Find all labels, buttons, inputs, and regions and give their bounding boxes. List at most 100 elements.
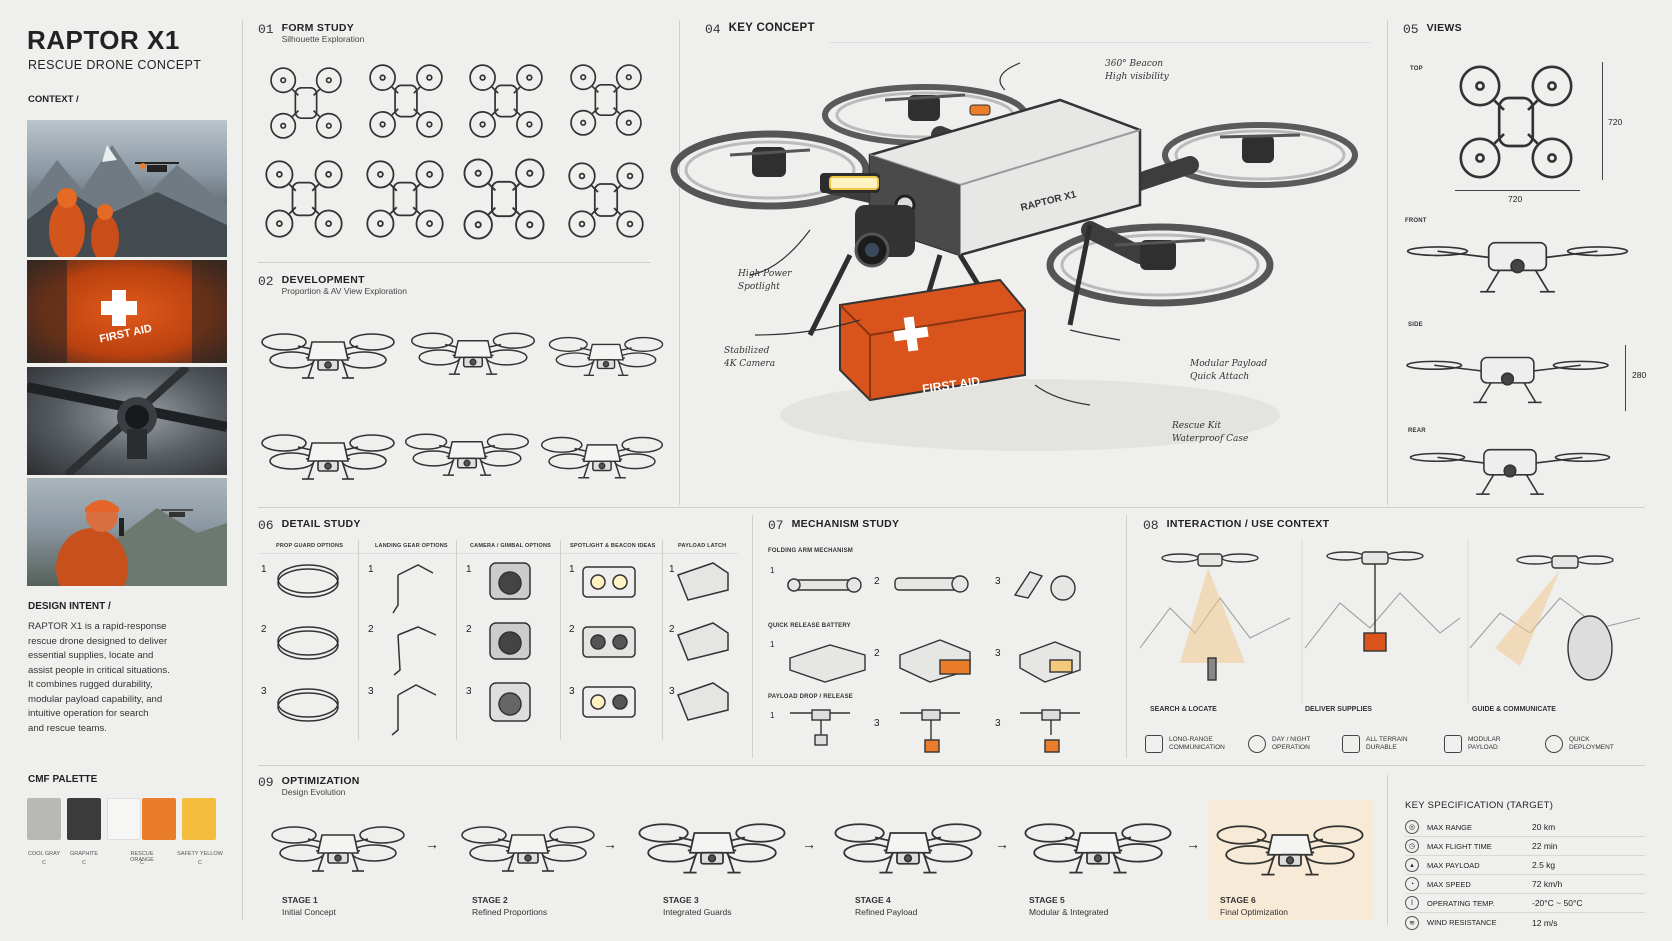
dimension-line — [1602, 62, 1603, 180]
spec-value: 22 min — [1532, 841, 1558, 851]
photo-first-aid-bag: FIRST AID — [27, 260, 227, 363]
section-form-study-header: 01 FORM STUDY Silhouette Exploration — [258, 22, 364, 44]
development-sketch — [258, 312, 398, 392]
mechanism-folding-label: FOLDING ARM MECHANISM — [768, 548, 853, 554]
detail-row-number: 3 — [569, 686, 575, 697]
design-intent-line: intuitive operation for search — [28, 708, 149, 719]
page-title: RAPTOR X1 — [27, 25, 180, 55]
stage-name: STAGE 4 — [855, 895, 891, 905]
section-development-header: 02 DEVELOPMENT Proportion & AV View Expl… — [258, 274, 407, 296]
spec-label: OPERATING TEMP. — [1427, 898, 1495, 908]
section-title: MECHANISM STUDY — [791, 518, 900, 530]
interaction-label: GUIDE & COMMUNICATE — [1472, 706, 1556, 713]
section-optimization-header: 09 OPTIMIZATION Design Evolution — [258, 775, 360, 797]
feature-line: OPERATION — [1272, 744, 1310, 751]
section-title: VIEWS — [1426, 22, 1462, 34]
stage-desc: Refined Payload — [855, 907, 918, 917]
swatch-cool-gray — [27, 798, 61, 840]
stage-sketch — [1210, 802, 1370, 890]
spec-value: 20 km — [1532, 822, 1556, 832]
antenna-icon — [1145, 735, 1163, 753]
design-intent-line: RAPTOR X1 is a rapid-response — [28, 621, 167, 632]
feature-line: MODULAR — [1468, 736, 1501, 743]
wind-icon: ≋ — [1405, 915, 1419, 930]
section-title: DEVELOPMENT — [281, 274, 365, 286]
feature-line: DEPLOYMENT — [1569, 744, 1614, 751]
dimension-line — [1455, 190, 1580, 191]
section-number: 07 — [768, 518, 784, 533]
stage-label: STAGE 4 Refined Payload — [855, 894, 917, 918]
design-intent-line: and rescue teams. — [28, 722, 107, 734]
stage-label: STAGE 3 Integrated Guards — [663, 894, 732, 918]
divider — [258, 507, 1645, 508]
section-interaction-header: 08 INTERACTION / USE CONTEXT — [1143, 518, 1329, 533]
detail-row-number: 3 — [261, 686, 267, 697]
dim-height: 720 — [1608, 117, 1623, 127]
divider — [1387, 775, 1388, 925]
feature-line: LONG-RANGE — [1169, 736, 1213, 743]
section-key-concept-header: 04 KEY CONCEPT — [705, 22, 815, 37]
section-number: 01 — [258, 22, 274, 37]
swatch-label: GRAPHITE — [69, 851, 99, 857]
mechanism-step: 3 — [874, 718, 880, 729]
silhouette-sketch — [456, 156, 552, 242]
spec-value: 2.5 kg — [1532, 860, 1556, 870]
timer-icon: ◷ — [1405, 839, 1419, 853]
divider — [1126, 515, 1127, 758]
mechanism-step: 3 — [995, 576, 1001, 587]
swatch-label: COOL GRAY — [27, 851, 61, 857]
development-sketch — [546, 314, 666, 392]
section-title: INTERACTION / USE CONTEXT — [1166, 518, 1330, 530]
mechanism-step: 3 — [995, 648, 1001, 659]
feature-line: COMMUNICATION — [1169, 744, 1225, 751]
page-subtitle: RESCUE DRONE CONCEPT — [28, 58, 202, 72]
feature-line: ALL TERRAIN — [1366, 736, 1408, 743]
silhouette-sketch — [458, 62, 554, 140]
silhouette-sketch — [566, 160, 646, 240]
stage-sketch — [632, 800, 792, 888]
weight-icon: ▴ — [1405, 858, 1419, 872]
view-top-sketch — [1452, 62, 1580, 182]
stage-sketch — [268, 805, 408, 885]
silhouette-sketch — [258, 65, 354, 141]
detail-row-number: 1 — [466, 564, 472, 575]
stage-desc: Refined Proportions — [472, 907, 548, 917]
speed-icon: ◔ — [1405, 877, 1419, 891]
swatch-code: C — [140, 860, 144, 866]
design-intent-line: essential supplies, locate and — [28, 650, 154, 661]
mountain-icon — [1342, 735, 1360, 753]
mechanism-battery-label: QUICK RELEASE BATTERY — [768, 623, 851, 629]
view-label-front: FRONT — [1405, 218, 1427, 224]
cmf-title: CMF PALETTE — [28, 774, 98, 785]
range-icon: ◎ — [1405, 820, 1419, 834]
view-side-sketch — [1405, 345, 1610, 409]
section-views-header: 05 VIEWS — [1403, 22, 1462, 37]
photo-drone-closeup — [27, 367, 227, 475]
stage-name: STAGE 2 — [472, 895, 508, 905]
annotation-camera: Stabilized 4K Camera — [724, 346, 776, 369]
swatch-code: C — [198, 860, 202, 866]
stage-label: STAGE 1 Initial Concept — [282, 894, 336, 918]
silhouette-sketch — [258, 158, 350, 240]
stage-name: STAGE 1 — [282, 895, 318, 905]
stage-desc: Initial Concept — [282, 907, 336, 917]
view-label-side: SIDE — [1408, 322, 1423, 328]
detail-row-number: 1 — [368, 564, 374, 575]
section-subtitle: Silhouette Exploration — [281, 34, 365, 44]
arrow-icon: → — [802, 836, 816, 852]
stage-name: STAGE 3 — [663, 895, 699, 905]
view-rear-sketch — [1405, 440, 1615, 498]
arrow-icon: → — [1186, 836, 1200, 852]
key-concept-render — [670, 62, 1358, 451]
stage-desc: Integrated Guards — [663, 907, 732, 917]
view-label-rear: REAR — [1408, 428, 1426, 434]
section-number: 05 — [1403, 22, 1419, 37]
detail-col-header: PROP GUARD OPTIONS — [276, 543, 344, 549]
